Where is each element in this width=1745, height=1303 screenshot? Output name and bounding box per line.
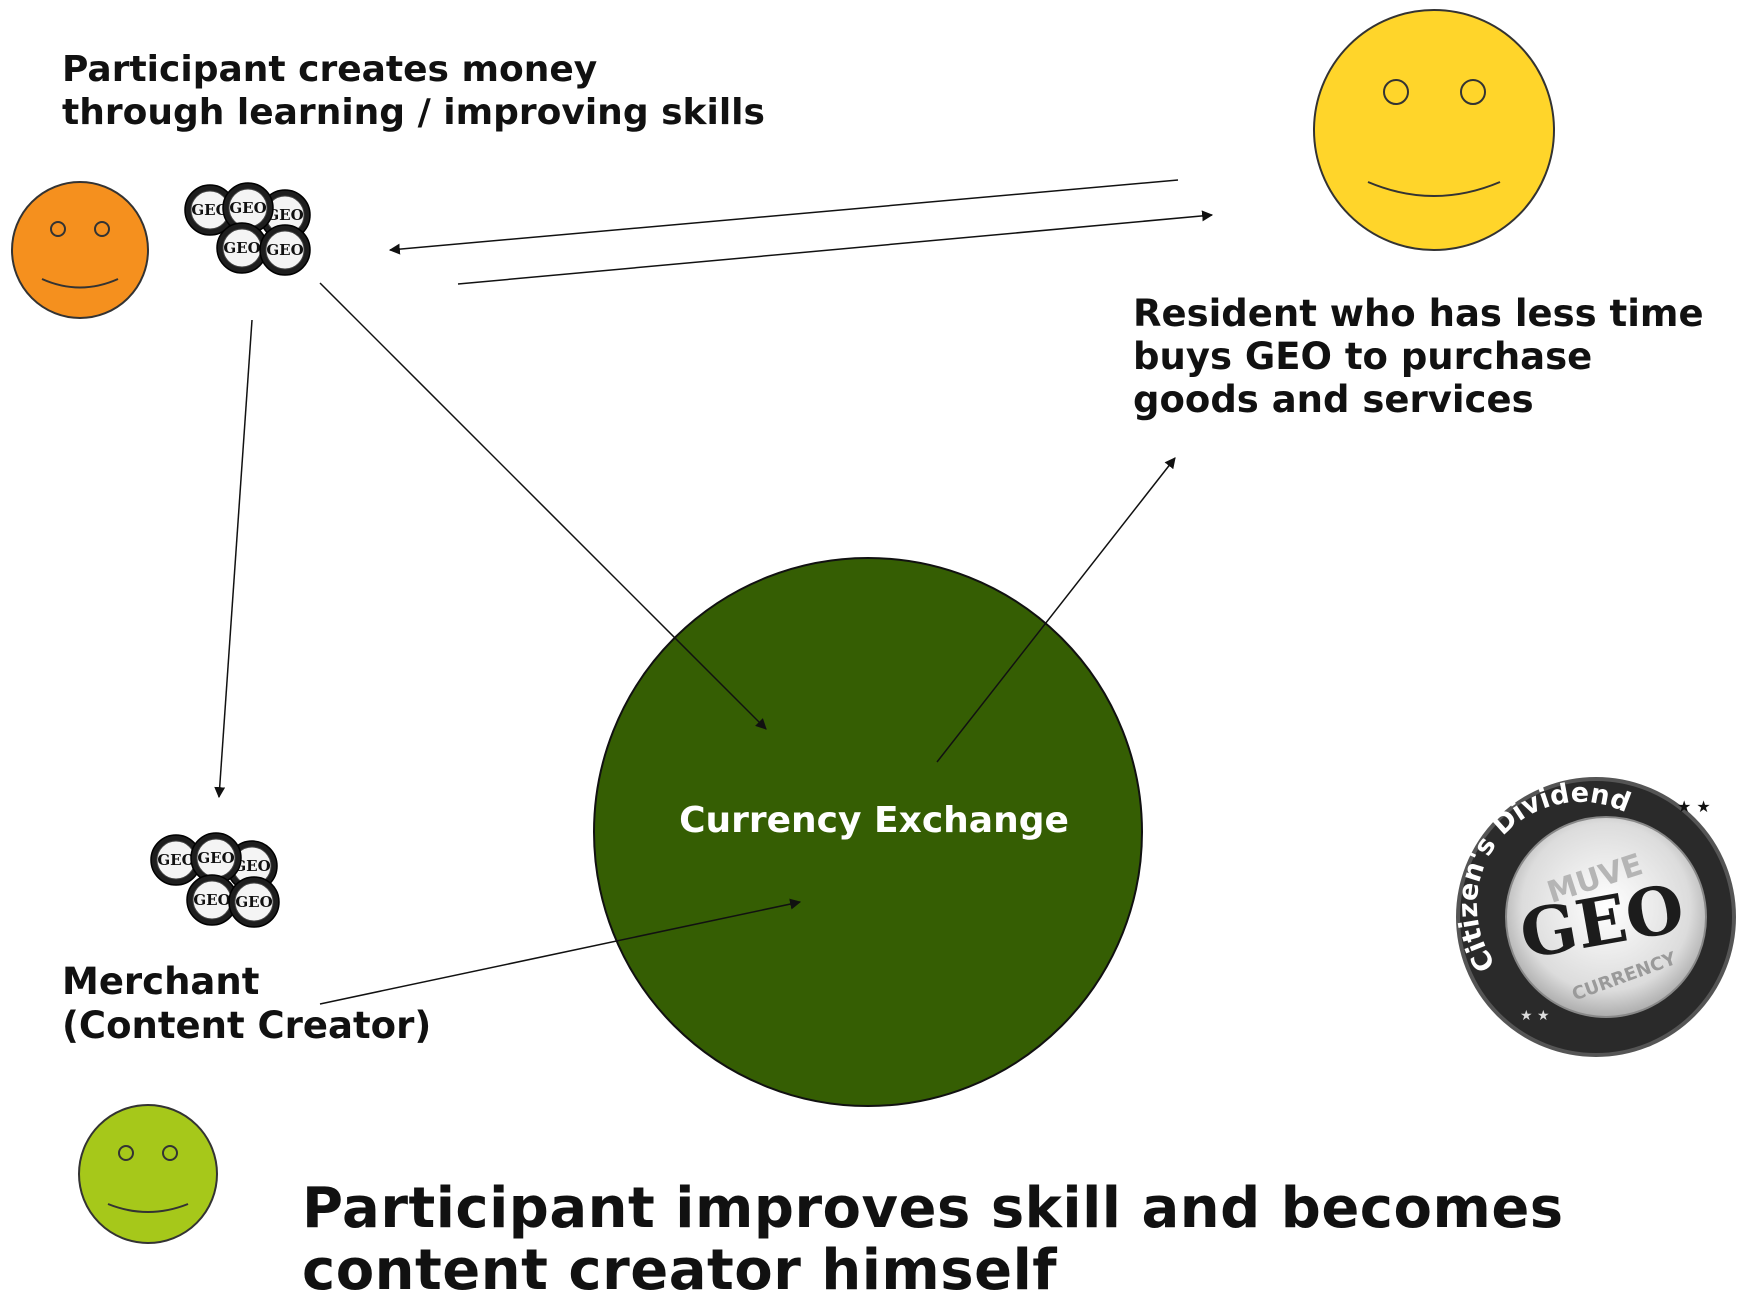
new-creator-smiley-icon xyxy=(78,1104,218,1244)
arrow-participant-to-resident xyxy=(457,210,1214,285)
participant-improves-skill-label: Participant improves skill and becomes c… xyxy=(302,1176,1564,1303)
merchant-label: Merchant (Content Creator) xyxy=(62,960,432,1047)
arrow-participant-to-merchant xyxy=(214,319,253,799)
merchant-coin-stack-icon xyxy=(150,832,280,928)
muve-geo-currency-logo: Citizen's Dividend MUVE GEO CURRENCY ★ ★… xyxy=(1453,777,1736,1057)
svg-text:★ ★: ★ ★ xyxy=(1677,797,1711,816)
participant-creates-money-label: Participant creates money through learni… xyxy=(62,49,765,133)
arrow-exchange-to-resident xyxy=(936,457,1176,763)
currency-exchange-label: Currency Exchange xyxy=(679,800,1069,841)
resident-label: Resident who has less time buys GEO to p… xyxy=(1133,292,1704,421)
arrow-participant-to-exchange xyxy=(319,282,767,730)
arrow-resident-to-participant xyxy=(388,179,1179,255)
arrow-merchant-to-exchange xyxy=(319,898,802,1005)
participant-smiley-icon xyxy=(11,181,149,319)
participant-coin-stack-icon xyxy=(184,182,311,276)
svg-text:★ ★: ★ ★ xyxy=(1520,1008,1550,1024)
resident-smiley-icon xyxy=(1313,9,1555,251)
